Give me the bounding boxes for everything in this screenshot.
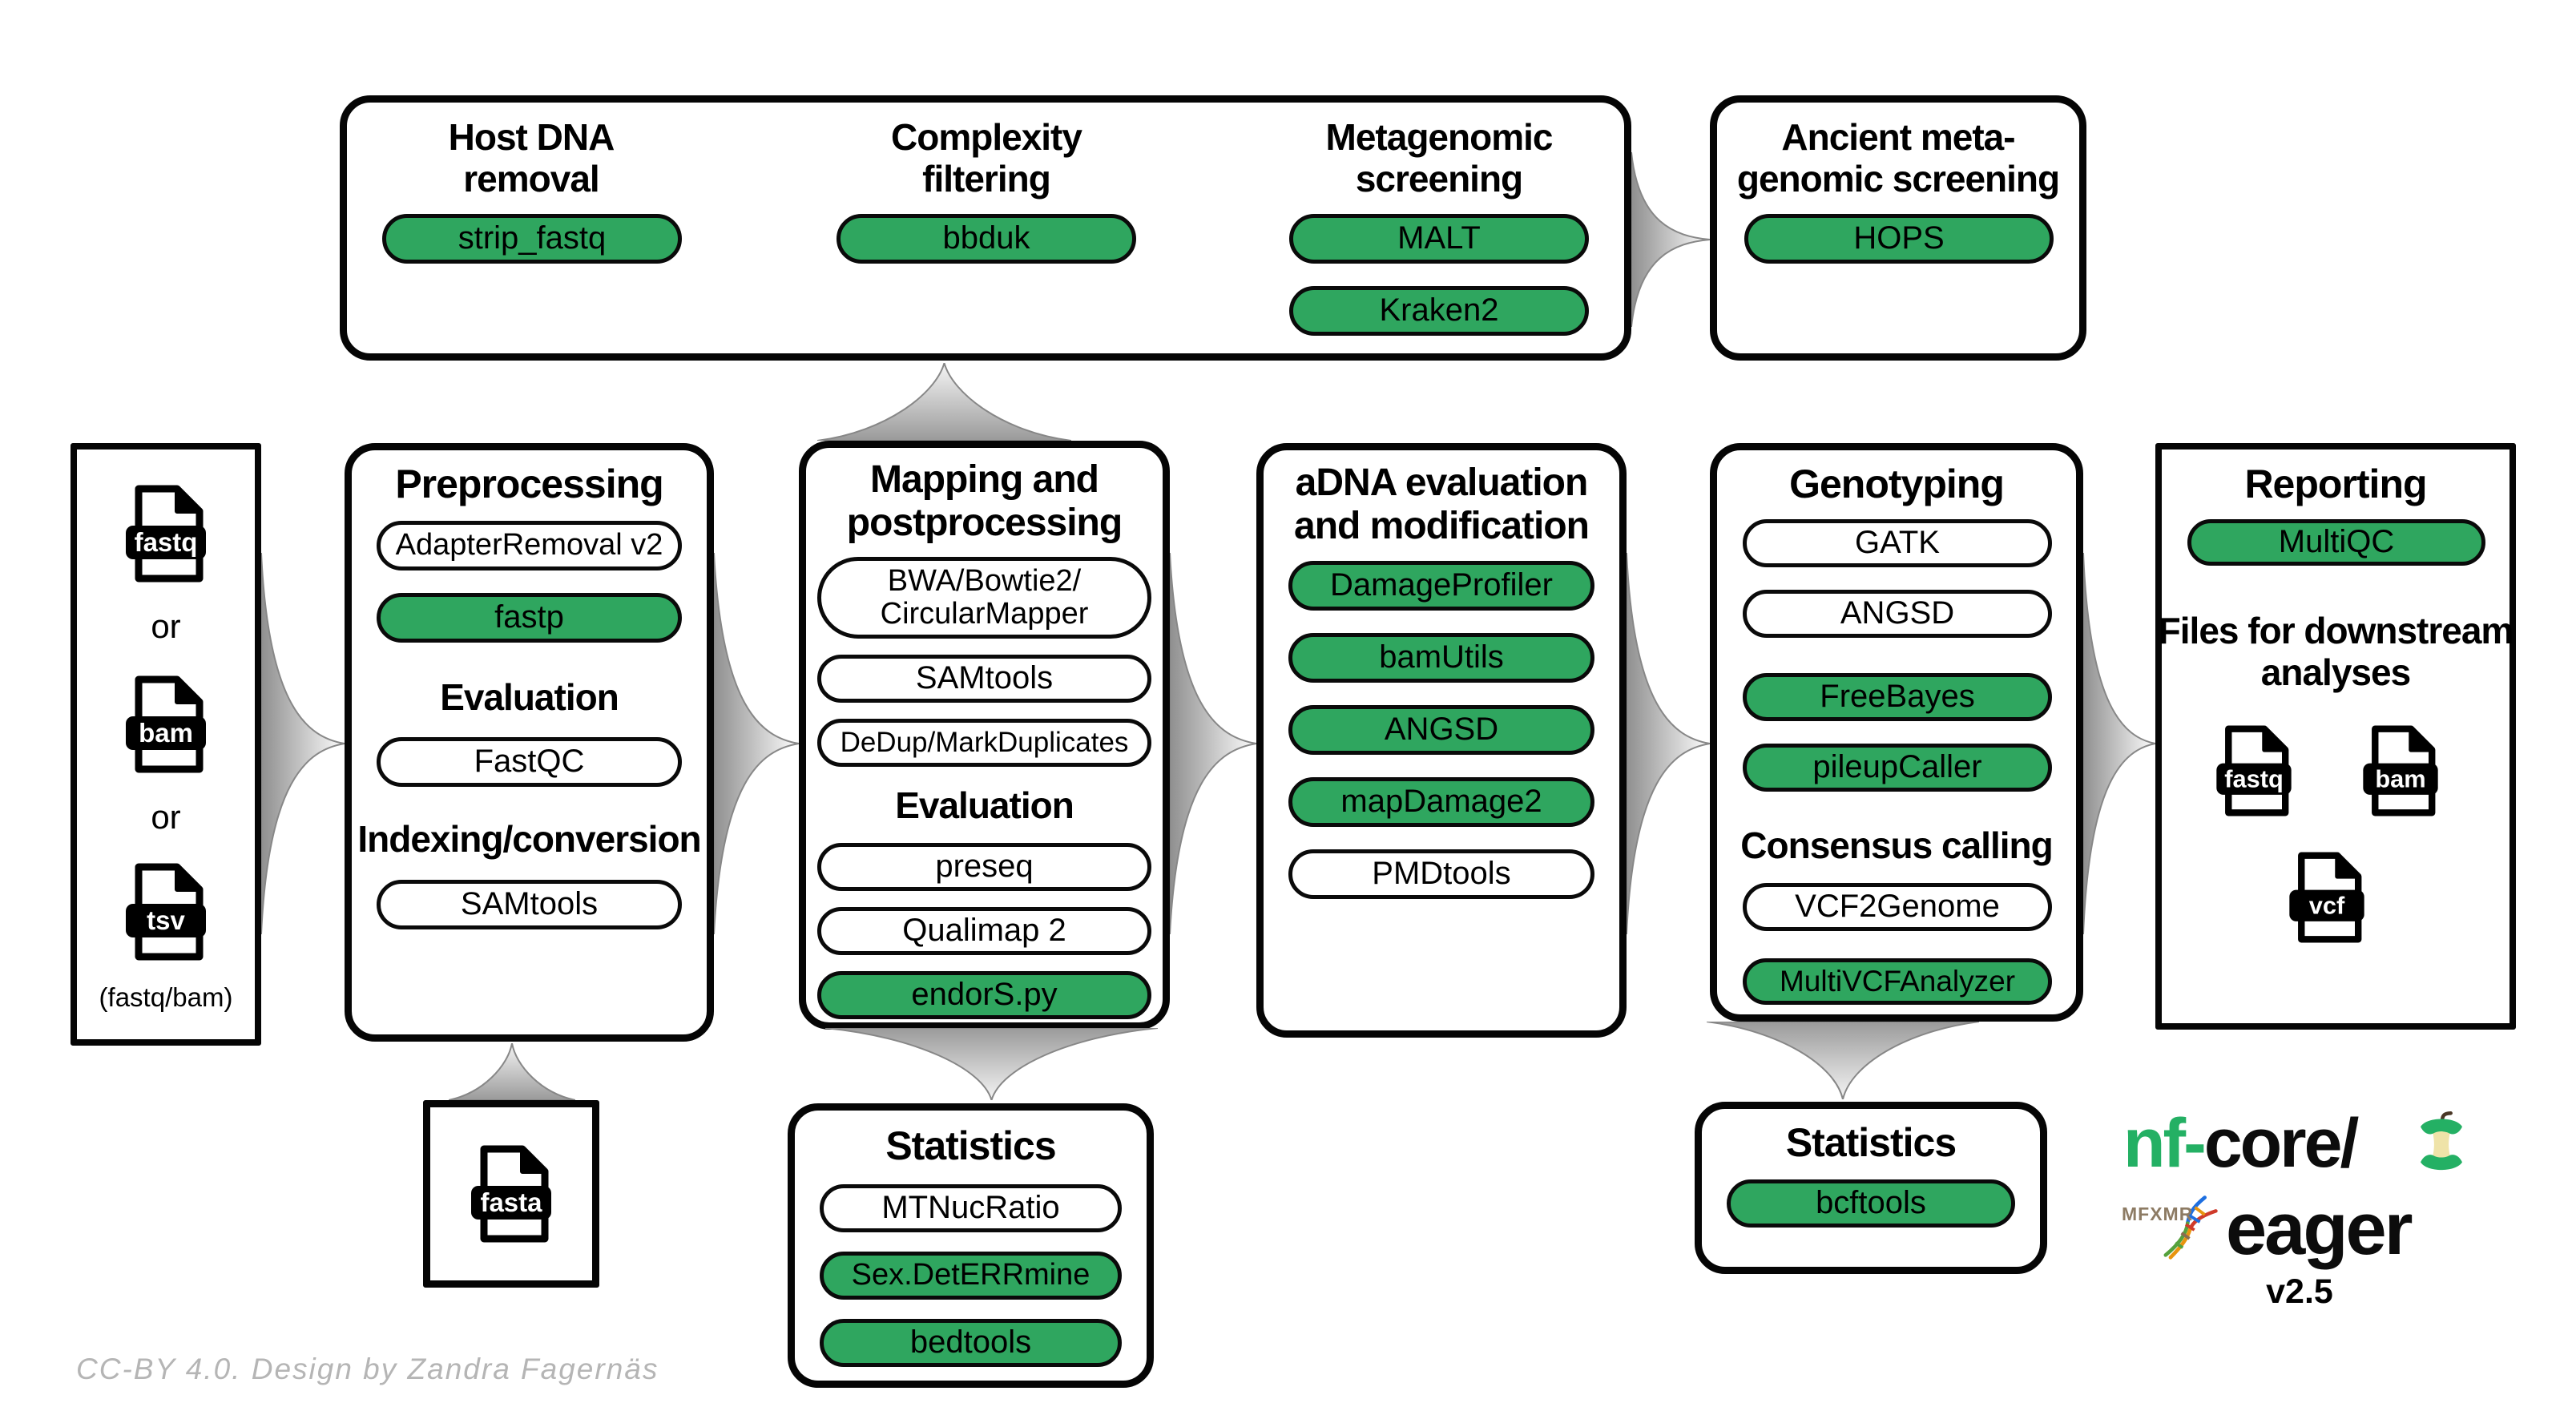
fasta-file-icon: fasta bbox=[471, 1145, 551, 1243]
tool-pill-gatk[interactable]: GATK bbox=[1743, 519, 2052, 567]
or-label-2: or bbox=[151, 798, 181, 836]
tsv-file-icon: tsv bbox=[126, 863, 206, 961]
svg-text:fastq: fastq bbox=[135, 527, 198, 557]
tool-pill-dedup-markduplicates[interactable]: DeDup/MarkDuplicates bbox=[817, 719, 1151, 767]
tool-pill-fastp[interactable]: fastp bbox=[377, 593, 682, 643]
preprocessing-heading: Preprocessing bbox=[395, 462, 663, 506]
tool-pill-bcftools[interactable]: bcftools bbox=[1727, 1179, 2015, 1228]
tool-pill-pileupcaller[interactable]: pileupCaller bbox=[1743, 744, 2052, 792]
indexing-conversion-heading: Indexing/conversion bbox=[357, 818, 701, 860]
statistics-mapping-heading: Statistics bbox=[885, 1123, 1056, 1168]
logo-nf-prefix: nf- bbox=[2123, 1105, 2207, 1182]
logo-brand-line: nf-core/ bbox=[2123, 1104, 2360, 1183]
tool-pill-kraken2[interactable]: Kraken2 bbox=[1289, 286, 1589, 336]
tool-pill-samtools-mapping[interactable]: SAMtools bbox=[817, 655, 1151, 703]
bam-file-icon: bam bbox=[126, 675, 206, 773]
reporting-heading: Reporting bbox=[2244, 462, 2427, 506]
tool-pill-damageprofiler[interactable]: DamageProfiler bbox=[1288, 561, 1594, 611]
tool-pill-adapterremoval[interactable]: AdapterRemoval v2 bbox=[377, 521, 682, 570]
tool-pill-pmdtools[interactable]: PMDtools bbox=[1288, 849, 1594, 899]
ancient-screening-heading: Ancient meta- genomic screening bbox=[1736, 116, 2060, 200]
fastq-output-file-icon: fastq bbox=[2216, 725, 2292, 816]
tool-pill-vcf2genome[interactable]: VCF2Genome bbox=[1743, 883, 2052, 931]
flow-arrow-fasta-to-preprocessing bbox=[449, 1043, 575, 1100]
svg-text:fastq: fastq bbox=[2224, 765, 2284, 793]
flow-arrow-adna-to-genotyping bbox=[1627, 553, 1710, 934]
tool-pill-mtnucratio[interactable]: MTNucRatio bbox=[820, 1184, 1122, 1232]
tool-pill-bbduk[interactable]: bbduk bbox=[836, 214, 1136, 264]
tool-pill-hops[interactable]: HOPS bbox=[1744, 214, 2054, 264]
tool-pill-malt[interactable]: MALT bbox=[1289, 214, 1589, 264]
tool-pill-multivcfanalyzer[interactable]: MultiVCFAnalyzer bbox=[1743, 958, 2052, 1005]
tool-pill-fastqc[interactable]: FastQC bbox=[377, 737, 682, 787]
tool-pill-strip-fastq[interactable]: strip_fastq bbox=[382, 214, 682, 264]
flow-arrow-preprocessing-to-mapping bbox=[714, 553, 799, 934]
mapping-evaluation-heading: Evaluation bbox=[895, 784, 1074, 826]
tool-pill-mapdamage2[interactable]: mapDamage2 bbox=[1288, 777, 1594, 827]
tool-pill-sexdeterrmine[interactable]: Sex.DetERRmine bbox=[820, 1252, 1122, 1300]
fastq-file-icon: fastq bbox=[126, 485, 206, 583]
svg-text:bam: bam bbox=[139, 718, 193, 748]
logo-core-text: core/ bbox=[2203, 1105, 2360, 1182]
adna-heading: aDNA evaluation and modification bbox=[1294, 462, 1590, 548]
mapping-heading: Mapping and postprocessing bbox=[846, 458, 1123, 545]
tool-pill-bedtools[interactable]: bedtools bbox=[820, 1319, 1122, 1367]
preprocessing-evaluation-heading: Evaluation bbox=[440, 676, 619, 718]
tool-pill-multiqc[interactable]: MultiQC bbox=[2187, 519, 2485, 566]
dna-helix-icon bbox=[2163, 1195, 2218, 1260]
svg-text:tsv: tsv bbox=[147, 905, 185, 935]
genotyping-heading: Genotyping bbox=[1789, 462, 2005, 506]
or-label-1: or bbox=[151, 607, 181, 645]
logo-version: v2.5 bbox=[2266, 1272, 2333, 1311]
flow-arrow-mapping-to-screening bbox=[817, 363, 1071, 441]
credit-text: CC-BY 4.0. Design by Zandra Fagernäs bbox=[76, 1353, 659, 1385]
metagenomic-screening-heading: Metagenomic screening bbox=[1325, 116, 1554, 200]
statistics-genotyping-heading: Statistics bbox=[1785, 1120, 1957, 1165]
tool-pill-endors-py[interactable]: endorS.py bbox=[817, 971, 1151, 1019]
host-dna-removal-heading: Host DNA removal bbox=[448, 116, 615, 200]
tool-pill-qualimap2[interactable]: Qualimap 2 bbox=[817, 907, 1151, 955]
svg-text:bam: bam bbox=[2375, 765, 2425, 793]
flow-arrow-input-to-preprocessing bbox=[261, 553, 345, 934]
svg-text:fasta: fasta bbox=[480, 1187, 542, 1217]
tool-pill-samtools-preprocessing[interactable]: SAMtools bbox=[377, 880, 682, 929]
flow-arrow-screening-to-ancient bbox=[1631, 152, 1710, 327]
tool-pill-bwa-bowtie2-circularmapper[interactable]: BWA/Bowtie2/ CircularMapper bbox=[817, 557, 1151, 639]
consensus-calling-heading: Consensus calling bbox=[1740, 824, 2053, 866]
bam-output-file-icon: bam bbox=[2363, 725, 2438, 816]
tool-pill-freebayes[interactable]: FreeBayes bbox=[1743, 673, 2052, 721]
complexity-filtering-heading: Complexity filtering bbox=[891, 116, 1082, 200]
svg-text:vcf: vcf bbox=[2309, 892, 2345, 920]
tool-pill-angsd-adna[interactable]: ANGSD bbox=[1288, 705, 1594, 755]
downstream-files-heading: Files for downstream analyses bbox=[2158, 610, 2514, 693]
rune-text: MFXMR bbox=[2122, 1203, 2194, 1224]
tsv-note: (fastq/bam) bbox=[99, 982, 233, 1012]
vcf-output-file-icon: vcf bbox=[2289, 852, 2364, 943]
flow-arrow-genotyping-to-reporting bbox=[2083, 553, 2155, 934]
logo-pipeline-name: eager bbox=[2226, 1188, 2413, 1270]
flow-arrow-mapping-to-statistics bbox=[825, 1028, 1158, 1100]
tool-pill-preseq[interactable]: preseq bbox=[817, 843, 1151, 891]
tool-pill-bamutils[interactable]: bamUtils bbox=[1288, 633, 1594, 683]
flow-arrow-mapping-to-adna bbox=[1170, 553, 1256, 934]
apple-core-icon bbox=[2421, 1111, 2462, 1171]
flow-arrow-genotyping-to-statistics bbox=[1707, 1022, 1979, 1099]
tool-pill-angsd-genotyping[interactable]: ANGSD bbox=[1743, 590, 2052, 638]
